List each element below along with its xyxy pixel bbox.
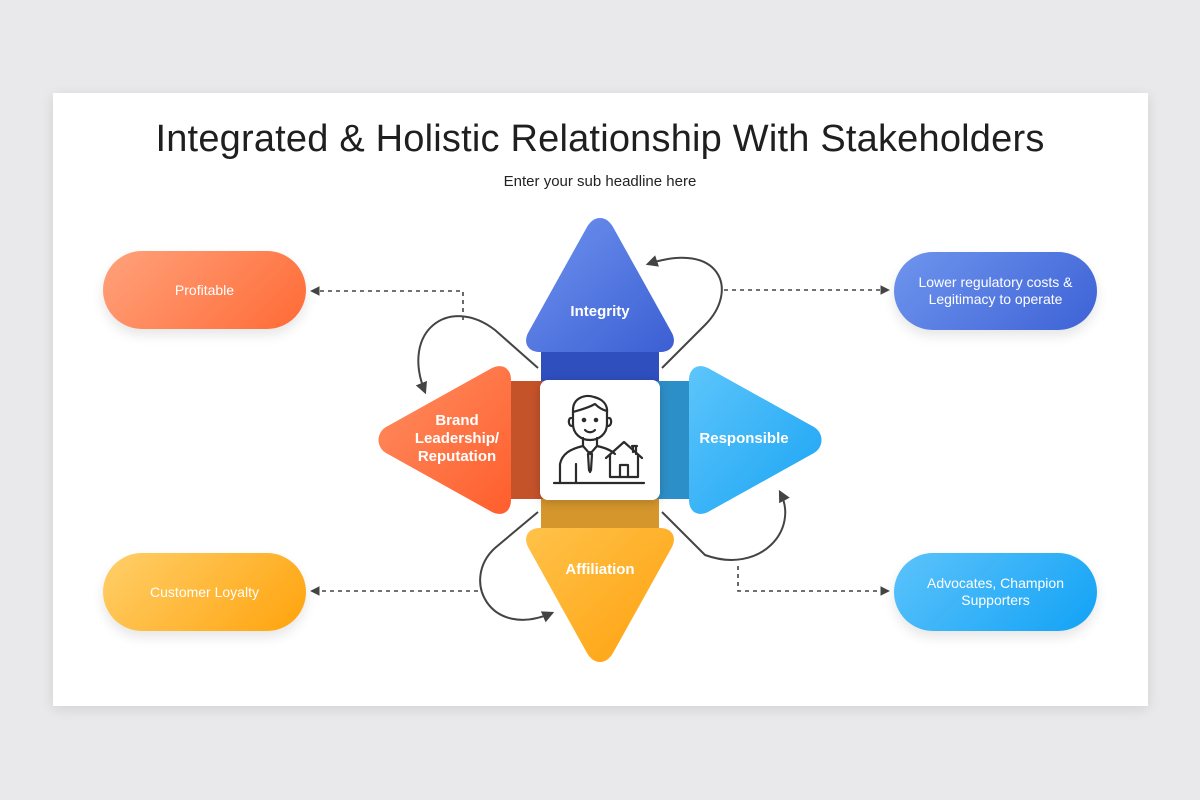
pill-advocates: Advocates, Champion Supporters (894, 553, 1097, 631)
businessman-house-icon (552, 394, 646, 485)
pill-lower-regulatory-label: Lower regulatory costs & Legitimacy to o… (918, 274, 1073, 307)
integrity-label: Integrity (570, 303, 630, 320)
dashed-to-profitable (310, 286, 464, 320)
pill-profitable: Profitable (103, 251, 306, 329)
pill-advocates-label: Advocates, Champion Supporters (927, 575, 1064, 608)
pill-lower-regulatory: Lower regulatory costs & Legitimacy to o… (894, 252, 1097, 330)
center-icon-box (540, 380, 660, 500)
dashed-to-advocates (737, 566, 890, 596)
connector-bottom-left (479, 511, 555, 623)
responsible-label: Responsible (699, 430, 789, 447)
connector-top-left (415, 315, 539, 395)
page-subtitle: Enter your sub headline here (503, 173, 697, 190)
responsible-arrow (657, 366, 822, 514)
connector-top-right (645, 255, 723, 369)
pill-customer-loyalty-label: Customer Loyalty (150, 583, 259, 600)
brand-label-line1: Brand (435, 412, 479, 429)
pill-profitable-label: Profitable (174, 281, 235, 298)
brand-label: Brand Leadership/ Reputation (398, 412, 516, 466)
brand-label-line2: Leadership/ (414, 430, 500, 447)
brand-label-line3: Reputation (417, 448, 497, 465)
dashed-connectors (310, 285, 890, 596)
curved-connectors (415, 255, 790, 623)
page-title: Integrated & Holistic Relationship With … (155, 118, 1045, 160)
affiliation-arrow (526, 498, 674, 662)
pill-customer-loyalty: Customer Loyalty (103, 553, 306, 631)
connector-bottom-right (661, 489, 790, 561)
brand-arrow (378, 366, 543, 514)
affiliation-label: Affiliation (565, 561, 635, 578)
integrity-arrow (526, 218, 674, 382)
